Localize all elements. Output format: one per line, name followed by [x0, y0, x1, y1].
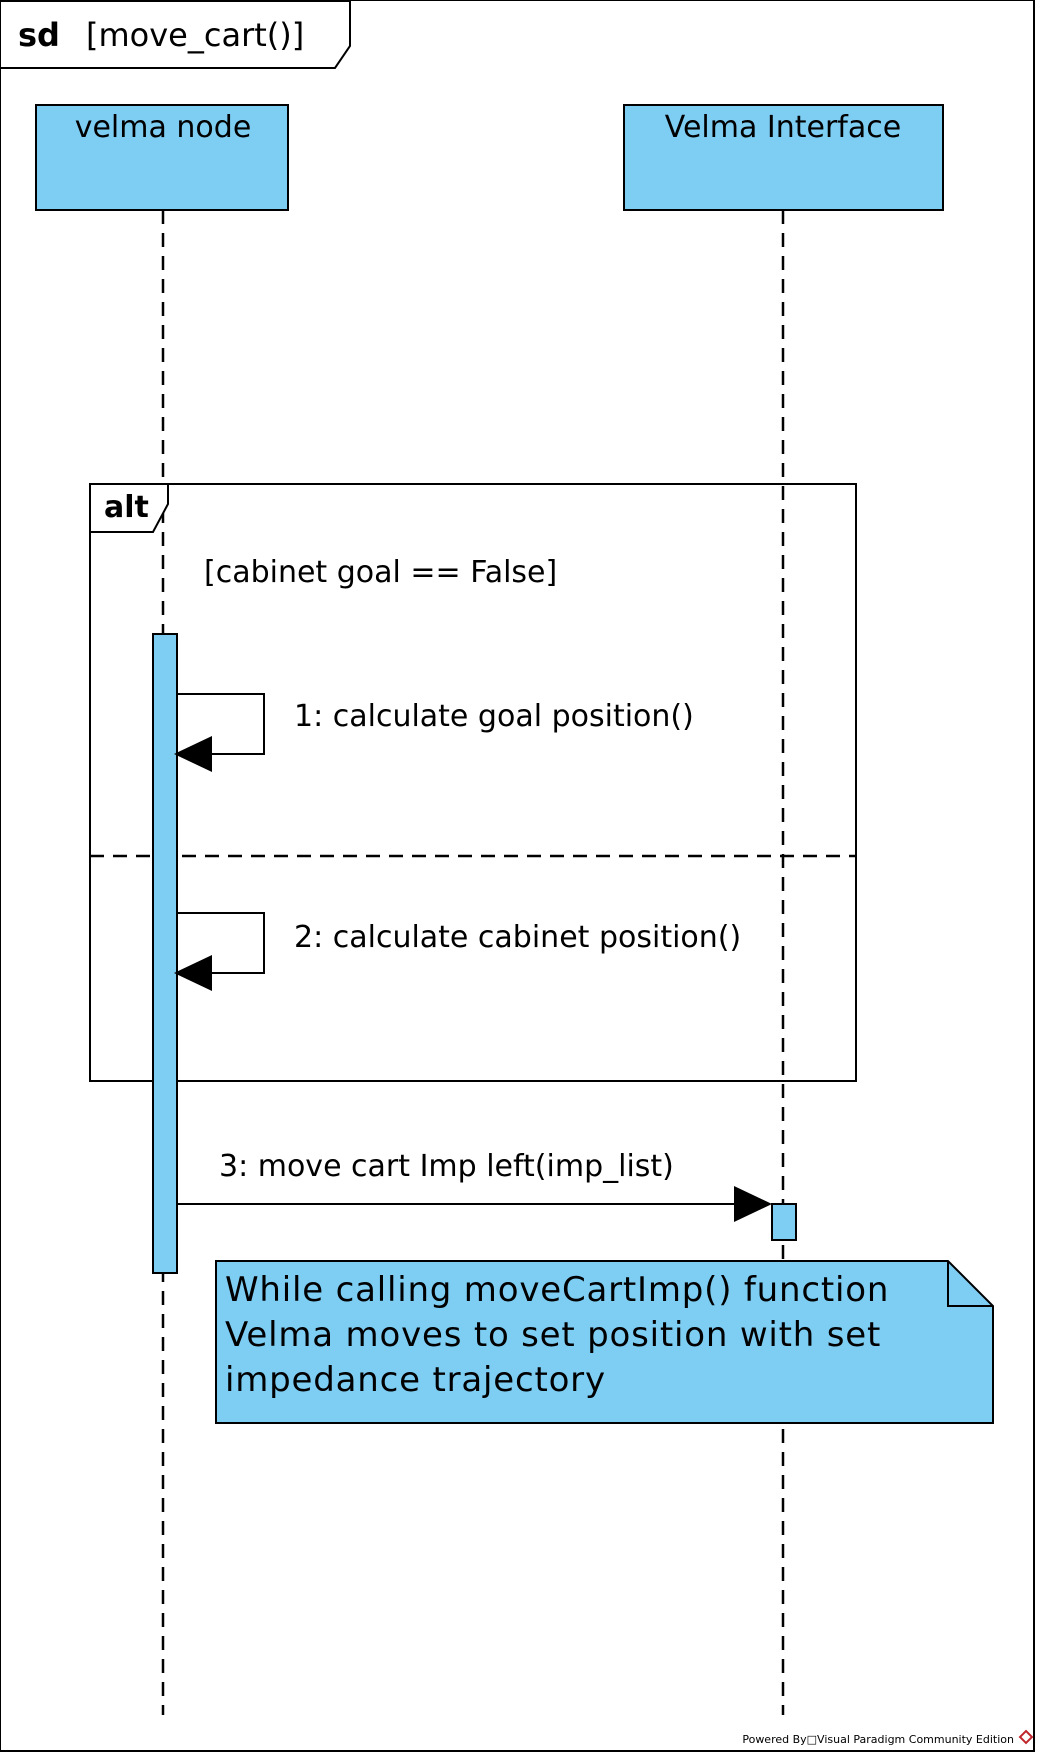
note-line-2: Velma moves to set position with set	[225, 1315, 881, 1355]
footer-credit: Powered By□Visual Paradigm Community Edi…	[742, 1733, 1014, 1746]
message-2-arrow[interactable]	[177, 912, 265, 974]
message-2-label: 2: calculate cabinet position()	[294, 920, 741, 955]
message-3-arrowhead	[734, 1186, 772, 1222]
note-dog-ear	[947, 1261, 993, 1307]
frame-header-tab	[0, 0, 351, 69]
alt-operator-label: alt	[104, 490, 149, 525]
lifeline-label-velma-node: velma node	[75, 110, 252, 145]
note-box[interactable]	[215, 1260, 994, 1424]
alt-guard: [cabinet goal == False]	[204, 555, 557, 590]
frame-name: [move_cart()]	[86, 16, 304, 54]
activation-velma-node	[152, 633, 178, 1274]
visual-paradigm-logo-icon	[1018, 1729, 1034, 1745]
lifeline-label-velma-interface: Velma Interface	[665, 110, 901, 145]
message-1-label: 1: calculate goal position()	[294, 699, 694, 734]
note-line-3: impedance trajectory	[225, 1360, 606, 1400]
alt-operator-tab	[89, 483, 169, 533]
alt-fragment[interactable]	[89, 483, 857, 1082]
message-3-label: 3: move cart Imp left(imp_list)	[219, 1149, 674, 1184]
message-1-arrow[interactable]	[177, 693, 265, 755]
frame-keyword: sd	[18, 16, 60, 54]
activation-velma-interface	[771, 1203, 797, 1241]
message-1-arrowhead	[174, 736, 212, 772]
lifeline-head-velma-interface[interactable]	[623, 104, 944, 211]
note-line-1: While calling moveCartImp() function	[225, 1270, 889, 1310]
message-2-arrowhead	[174, 955, 212, 991]
